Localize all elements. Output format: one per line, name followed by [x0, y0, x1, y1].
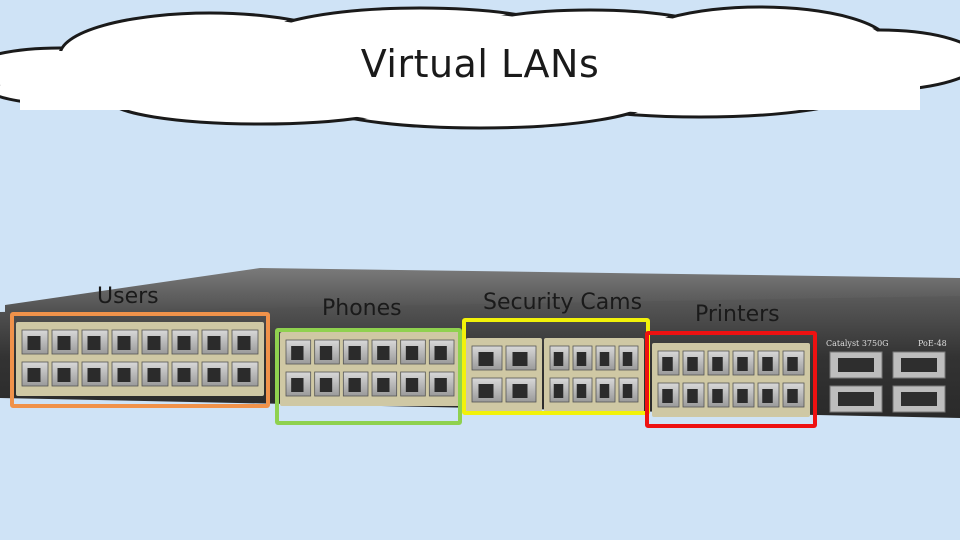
ethernet-port-socket: [207, 368, 221, 382]
sfp-port-socket: [838, 358, 874, 372]
ethernet-port-socket: [147, 336, 161, 350]
ethernet-port-socket: [512, 384, 528, 398]
ethernet-port-socket: [434, 378, 447, 392]
ethernet-port-socket: [712, 357, 723, 371]
ethernet-port-socket: [87, 368, 101, 382]
ethernet-port-socket: [405, 378, 419, 392]
ethernet-port-socket: [478, 384, 494, 398]
ethernet-port-socket: [291, 346, 304, 360]
ethernet-port-socket: [762, 357, 773, 371]
ethernet-port-socket: [622, 384, 633, 398]
ethernet-port-socket: [599, 384, 610, 398]
vlan-label-phones: Phones: [322, 296, 402, 321]
ethernet-port-socket: [319, 378, 333, 392]
ethernet-port-socket: [737, 389, 748, 403]
ethernet-port-socket: [377, 378, 390, 392]
vlan-box-printers: [645, 331, 817, 428]
ethernet-port-socket: [27, 336, 41, 350]
ethernet-port-socket: [576, 384, 587, 398]
ethernet-port-socket: [377, 346, 390, 360]
vlan-box-security-cams: [462, 318, 650, 415]
sfp-port-socket: [901, 392, 937, 406]
ethernet-port-socket: [87, 336, 101, 350]
ethernet-port-socket: [576, 352, 587, 366]
ethernet-port-socket: [712, 389, 723, 403]
ethernet-port-socket: [117, 336, 131, 350]
ethernet-port-socket: [687, 389, 698, 403]
ethernet-port-socket: [291, 378, 304, 392]
ethernet-port-socket: [319, 346, 333, 360]
switch-series-text: PoE-48: [918, 339, 947, 348]
ethernet-port-socket: [553, 352, 564, 366]
ethernet-port-socket: [57, 368, 71, 382]
ethernet-port-socket: [662, 389, 673, 403]
ethernet-port-socket: [147, 368, 161, 382]
ethernet-port-socket: [478, 352, 494, 366]
vlan-label-printers: Printers: [695, 302, 780, 327]
vlan-label-security-cams: Security Cams: [483, 290, 643, 315]
ethernet-port-socket: [207, 336, 221, 350]
ethernet-port-socket: [787, 357, 798, 371]
sfp-port-socket: [901, 358, 937, 372]
ethernet-port-socket: [177, 368, 191, 382]
cloud-shape: [0, 5, 960, 130]
vlan-label-users: Users: [97, 284, 159, 309]
ethernet-port-socket: [237, 336, 251, 350]
ethernet-port-socket: [762, 389, 773, 403]
ethernet-port-socket: [662, 357, 673, 371]
ethernet-port-socket: [787, 389, 798, 403]
switch-model-text: Catalyst 3750G: [826, 339, 889, 348]
ethernet-port-socket: [348, 346, 361, 360]
page-title: Virtual LANs: [360, 42, 600, 86]
vlan-box-users: [10, 312, 270, 408]
ethernet-port-socket: [737, 357, 748, 371]
vlan-box-phones: [275, 328, 462, 425]
ethernet-port-socket: [27, 368, 41, 382]
ethernet-port-socket: [622, 352, 633, 366]
ethernet-port-socket: [687, 357, 698, 371]
ethernet-port-socket: [434, 346, 447, 360]
ethernet-port-socket: [117, 368, 131, 382]
ethernet-port-socket: [57, 336, 71, 350]
ethernet-port-socket: [553, 384, 564, 398]
sfp-port-socket: [838, 392, 874, 406]
ethernet-port-socket: [237, 368, 251, 382]
ethernet-port-socket: [348, 378, 361, 392]
ethernet-port-socket: [599, 352, 610, 366]
ethernet-port-socket: [405, 346, 419, 360]
ethernet-port-socket: [512, 352, 528, 366]
ethernet-port-socket: [177, 336, 191, 350]
